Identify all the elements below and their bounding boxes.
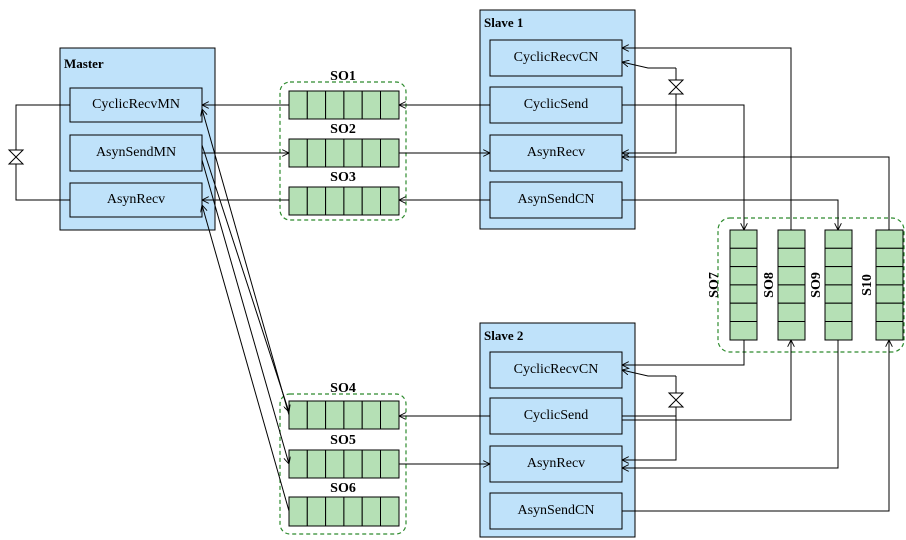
so7-queue [729,229,758,341]
master-group: Master CyclicRecvMN AsynSendMN AsynRecv [59,47,216,231]
slave2-cyclic-recv-block: CyclicRecvCN [489,351,623,389]
so8-label: SO8 [762,272,777,298]
arrow-so8-to-slave1-cyclicrecv [622,48,792,230]
master-asyn-recv-label: AsynRecv [107,192,165,207]
arrow-slave1-cyclicsend-to-so7 [622,104,744,230]
arrow-so9-to-slave2-asynrecv [622,340,839,468]
arrow-slave1-asynsend-to-so9 [622,199,838,230]
slave2-asyn-recv-label: AsynRecv [527,456,585,471]
slave1-cyclic-recv-block: CyclicRecvCN [489,39,623,77]
so3-label: SO3 [330,170,356,185]
queue-group-right [717,217,905,353]
so1-label: SO1 [330,69,356,84]
arrow-so10-to-slave1-asynrecv [622,157,890,230]
so5-label: SO5 [330,433,356,448]
so9-queue [824,229,853,341]
slave1-title: Slave 1 [484,15,523,30]
slave1-valve-icon [667,79,685,95]
so5-queue [288,449,400,479]
master-cyclic-recv-block: CyclicRecvMN [69,87,203,123]
so4-label: SO4 [330,381,356,396]
master-asyn-send-label: AsynSendMN [96,145,176,160]
slave1-asyn-recv-block: AsynRecv [489,134,623,172]
slave2-loop-to-cyclicrecv [622,370,676,377]
so10-queue [875,229,904,341]
arrow-slave2-cyclicsend-to-so8 [622,340,791,421]
slave2-title: Slave 2 [484,328,523,343]
so8-queue [777,229,806,341]
slave2-valve-icon [667,392,685,408]
slave1-asyn-recv-label: AsynRecv [527,145,585,160]
slave2-cyclic-recv-label: CyclicRecvCN [514,362,599,377]
arrow-so7-to-slave2-cyclicrecv [622,340,745,365]
slave2-asyn-send-block: AsynSendCN [489,492,623,530]
slave2-asyn-send-label: AsynSendCN [517,503,594,518]
master-cyclic-recv-label: CyclicRecvMN [92,97,180,112]
slave2-cyclic-send-label: CyclicSend [524,408,589,423]
arrow-master-to-so5 [201,159,289,464]
arrow-slave2-asynsend-to-so10 [622,340,889,512]
so2-queue [288,138,400,168]
slave1-cyclic-send-label: CyclicSend [524,97,589,112]
arrow-so6-to-master [202,205,290,512]
slave2-loop-line [622,415,677,460]
so1-queue [288,90,400,120]
slave1-asyn-send-block: AsynSendCN [489,181,623,219]
slave2-asyn-recv-block: AsynRecv [489,445,623,483]
so2-label: SO2 [330,122,356,137]
slave1-loop-to-cyclicrecv [622,62,676,69]
master-title: Master [64,56,104,71]
slave2-cyclic-send-block: CyclicSend [489,397,623,435]
so6-label: SO6 [330,481,356,496]
so9-label: SO9 [809,272,824,298]
arrow-master-to-so4 [201,144,289,412]
slave1-cyclic-send-block: CyclicSend [489,86,623,124]
so7-label: SO7 [707,272,722,298]
so6-queue [288,496,400,527]
slave1-group: Slave 1 CyclicRecvCN CyclicSend AsynRecv… [479,9,636,230]
master-asyn-recv-block: AsynRecv [69,182,203,218]
queue-group-bottom [279,393,407,535]
slave2-group: Slave 2 CyclicRecvCN CyclicSend AsynRecv… [479,322,636,538]
queue-group-top [279,81,407,221]
master-valve-icon [7,149,25,165]
slave1-asyn-send-label: AsynSendCN [517,192,594,207]
slave1-cyclic-recv-label: CyclicRecvCN [514,50,599,65]
master-asyn-send-block: AsynSendMN [69,134,203,172]
so4-queue [288,400,400,430]
arrow-so4-to-master [202,109,290,416]
so3-queue [288,186,400,216]
so10-label: S10 [860,274,875,296]
